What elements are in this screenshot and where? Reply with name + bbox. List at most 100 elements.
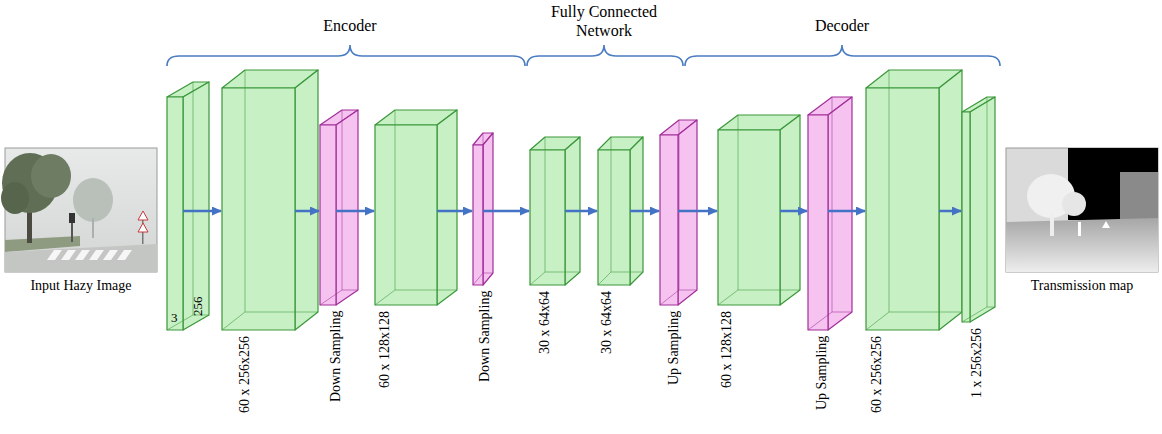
block-edge [483, 133, 484, 273]
layer-label: 60 x 256x256 [237, 336, 253, 413]
sampling-layer: Down Sampling [320, 125, 336, 305]
transmission-photo [1006, 148, 1158, 272]
building [1120, 172, 1158, 220]
flow-arrow [183, 210, 221, 213]
block-edge [660, 290, 679, 305]
block-edge [375, 290, 395, 305]
feature-block-shape [375, 125, 437, 305]
tree-trunk [1050, 214, 1054, 236]
layer-label: Down Sampling [328, 311, 344, 402]
feature-block-shape [962, 112, 970, 322]
text-holder: 60 x 128x128 [385, 311, 462, 327]
sampling-layer: Up Sampling [808, 115, 828, 330]
feature-block: 60 x 128x128 [718, 130, 780, 305]
layer-label: Down Sampling [477, 291, 493, 382]
image-caption: Input Hazy Image [5, 278, 157, 294]
feature-block-shape [167, 97, 183, 330]
decoder-bracket [685, 45, 1000, 66]
block-face [678, 120, 697, 305]
block-face [375, 125, 437, 305]
sampling-block-shape [660, 135, 678, 305]
feature-block-shape [222, 88, 295, 330]
far-trunk [92, 218, 94, 238]
hazy-photo [1, 148, 157, 272]
text-holder: 256 [198, 296, 218, 312]
block-face [295, 70, 318, 330]
block-edge [545, 272, 580, 273]
block-edge [222, 312, 245, 330]
section-label-holder: Decoder [782, 16, 902, 35]
layer-label: 30 x 64x64 [537, 291, 553, 354]
feature-block: 3256 [167, 97, 183, 330]
block-face [939, 70, 962, 330]
block-face [473, 145, 483, 285]
layer-label: 256 [190, 297, 206, 317]
image-panel: Transmission map [1006, 148, 1158, 300]
block-face [336, 110, 358, 305]
block-face [167, 97, 183, 330]
far-tree [73, 178, 113, 222]
layer-label: 60 x 128x128 [377, 311, 393, 388]
sampling-block-shape [473, 145, 483, 285]
block-edge [245, 312, 318, 313]
image-panel: Input Hazy Image [5, 148, 157, 300]
block-face [866, 88, 939, 330]
layer-label: Up Sampling [666, 311, 682, 385]
section-label-holder: Encoder [290, 16, 410, 35]
section-label: Fully Connected Network [539, 2, 669, 40]
block-edge [611, 272, 643, 273]
block-edge [808, 312, 832, 330]
text-holder: 1 x 256x256 [977, 328, 1047, 344]
text-holder: Up Sampling [674, 311, 748, 327]
block-edge [530, 272, 545, 285]
block-edge [193, 82, 194, 315]
photo-frame [1006, 148, 1158, 272]
flow-arrow [828, 210, 865, 213]
block-edge [245, 70, 246, 312]
text-holder: Input Hazy Image [5, 278, 157, 294]
block-face [970, 97, 995, 322]
text-holder: Transmission map [1006, 278, 1158, 294]
image-caption: Transmission map [1006, 278, 1158, 294]
section-label: Decoder [782, 16, 902, 35]
section-label: Encoder [290, 16, 410, 35]
block-edge [473, 273, 483, 285]
flow-arrow [437, 210, 472, 213]
pole [1078, 222, 1081, 236]
feature-block: 30 x 64x64 [530, 150, 565, 285]
block-face [962, 112, 970, 322]
sampling-block-shape [808, 115, 828, 330]
block-face [630, 137, 643, 285]
block-face [808, 115, 828, 330]
block-face [718, 130, 780, 305]
block-edge [738, 290, 800, 291]
traffic-light [69, 213, 75, 223]
block-face [320, 125, 336, 305]
flow-arrow [939, 210, 961, 213]
text-holder: 30 x 64x64 [607, 291, 670, 307]
sampling-block-shape [320, 125, 336, 305]
block-edge [832, 312, 852, 313]
block-edge [611, 137, 612, 272]
block-face [530, 150, 565, 285]
block-edge [395, 290, 457, 291]
text-holder: Up Sampling [822, 336, 896, 352]
feature-block-shape [866, 88, 939, 330]
text-holder: 60 x 256x256 [245, 336, 322, 352]
tree-crown [31, 154, 71, 198]
block-edge [483, 273, 493, 274]
text-holder: Down Sampling [485, 291, 576, 307]
block-edge [987, 97, 988, 307]
layer-label: 60 x 128x128 [719, 311, 735, 388]
block-edge [866, 312, 889, 330]
section-brackets [167, 45, 1000, 66]
road [5, 244, 157, 272]
road-sign [138, 211, 148, 232]
block-edge [167, 315, 193, 330]
light-pole [71, 220, 73, 242]
text-holder: 60 x 128x128 [727, 311, 804, 327]
block-edge [320, 290, 342, 305]
layer-label: Up Sampling [814, 336, 830, 410]
block-face [483, 133, 493, 285]
